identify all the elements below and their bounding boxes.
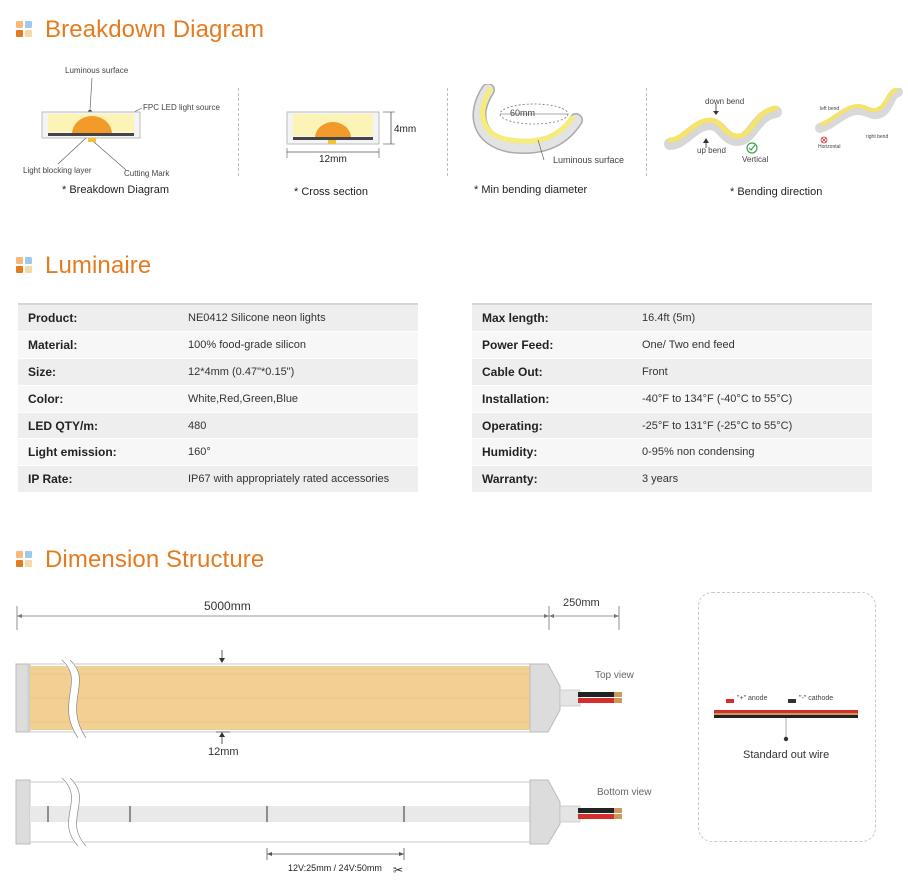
table-row: LED QTY/m:480 bbox=[18, 412, 418, 440]
down-bend-label: down bend bbox=[705, 97, 745, 106]
table-row: Max length:16.4ft (5m) bbox=[472, 305, 872, 333]
divider bbox=[447, 88, 448, 176]
section-header-luminaire: Luminaire bbox=[16, 252, 151, 280]
wire-caption: Standard out wire bbox=[743, 749, 830, 761]
divider bbox=[238, 88, 239, 176]
spec-value: 480 bbox=[172, 412, 418, 440]
table-row: Power Feed:One/ Two end feed bbox=[472, 331, 872, 360]
table-row: IP Rate:IP67 with appropriately rated ac… bbox=[18, 465, 418, 494]
spec-value: NE0412 Silicone neon lights bbox=[172, 305, 418, 333]
spec-value: 160° bbox=[172, 438, 418, 467]
spec-key: Max length: bbox=[472, 305, 626, 333]
bottom-view-label: Bottom view bbox=[597, 787, 652, 798]
spec-table-right: Max length:16.4ft (5m) Power Feed:One/ T… bbox=[472, 305, 872, 494]
table-row: Light emission:160° bbox=[18, 438, 418, 467]
spec-key: Size: bbox=[18, 358, 172, 386]
anode-label: "+" anode bbox=[737, 695, 768, 702]
length-dimension-lines bbox=[16, 606, 620, 630]
table-row: Warranty:3 years bbox=[472, 465, 872, 494]
label-luminous-surface-bend: Luminous surface bbox=[553, 155, 625, 165]
spec-value: 0-95% non condensing bbox=[626, 438, 872, 467]
top-view-label: Top view bbox=[595, 670, 634, 681]
table-row: Size:12*4mm (0.47"*0.15") bbox=[18, 358, 418, 386]
spec-value: 100% food-grade silicon bbox=[172, 331, 418, 360]
spec-key: Material: bbox=[18, 331, 172, 360]
caption-bending-direction: * Bending direction bbox=[730, 186, 823, 198]
left-bend-label: left bend bbox=[820, 106, 840, 112]
width-label: 12mm bbox=[208, 746, 239, 758]
spec-key: Installation: bbox=[472, 385, 626, 413]
up-bend-label: up bend bbox=[697, 146, 726, 155]
vertical-bend-illustration bbox=[664, 104, 782, 154]
breakdown-illustration bbox=[41, 77, 143, 171]
divider bbox=[646, 88, 647, 176]
spec-key: LED QTY/m: bbox=[18, 412, 172, 440]
caption-cross-section: * Cross section bbox=[294, 186, 368, 198]
spec-key: IP Rate: bbox=[18, 465, 172, 494]
spec-table-left: Product:NE0412 Silicone neon lights Mate… bbox=[18, 305, 418, 494]
section-squares-icon bbox=[16, 21, 34, 39]
section-header-breakdown: Breakdown Diagram bbox=[16, 16, 264, 44]
cathode-label: "-" cathode bbox=[799, 695, 834, 702]
bottom-view-strip bbox=[15, 776, 622, 846]
out-wire-illustration bbox=[714, 699, 858, 742]
section-title: Breakdown Diagram bbox=[45, 16, 265, 43]
section-title: Luminaire bbox=[45, 252, 152, 279]
width-label: 12mm bbox=[319, 154, 347, 165]
spec-key: Cable Out: bbox=[472, 358, 626, 386]
spec-key: Product: bbox=[18, 305, 172, 333]
table-row: Cable Out:Front bbox=[472, 358, 872, 386]
cut-interval-dimension bbox=[266, 848, 405, 860]
table-top-rule bbox=[18, 303, 418, 305]
spec-value: -40°F to 134°F (-40°C to 55°C) bbox=[626, 385, 872, 413]
cross-section-illustration bbox=[286, 111, 395, 158]
lead-length-label: 250mm bbox=[563, 597, 600, 609]
table-row: Product:NE0412 Silicone neon lights bbox=[18, 305, 418, 333]
spec-key: Humidity: bbox=[472, 438, 626, 467]
scissors-icon: ✂ bbox=[393, 863, 404, 877]
section-title: Dimension Structure bbox=[45, 546, 265, 573]
spec-value: White,Red,Green,Blue bbox=[172, 385, 418, 413]
bending-illustration bbox=[472, 84, 583, 161]
spec-value: 3 years bbox=[626, 465, 872, 494]
label-fpc-source: FPC LED light source bbox=[143, 103, 220, 112]
spec-value: 12*4mm (0.47"*0.15") bbox=[172, 358, 418, 386]
wire-panel: "+" anode "-" cathode Standard out wire bbox=[698, 592, 876, 842]
section-header-dimension: Dimension Structure bbox=[16, 546, 264, 574]
section-squares-icon bbox=[16, 257, 34, 275]
height-label: 4mm bbox=[394, 124, 417, 135]
label-luminous-surface: Luminous surface bbox=[65, 66, 129, 75]
top-view-strip bbox=[15, 650, 622, 744]
caption-breakdown: * Breakdown Diagram bbox=[62, 184, 169, 196]
length-label: 5000mm bbox=[204, 599, 251, 613]
table-row: Humidity:0-95% non condensing bbox=[472, 438, 872, 467]
vertical-label: Vertical bbox=[742, 155, 769, 164]
table-row: Installation:-40°F to 134°F (-40°C to 55… bbox=[472, 385, 872, 413]
table-row: Material:100% food-grade silicon bbox=[18, 331, 418, 360]
spec-key: Warranty: bbox=[472, 465, 626, 494]
table-row: Operating:-25°F to 131°F (-25°C to 55°C) bbox=[472, 412, 872, 440]
spec-key: Light emission: bbox=[18, 438, 172, 467]
spec-value: One/ Two end feed bbox=[626, 331, 872, 360]
spec-key: Color: bbox=[18, 385, 172, 413]
caption-min-bending: * Min bending diameter bbox=[474, 184, 588, 196]
label-light-blocking: Light blocking layer bbox=[23, 166, 92, 175]
spec-value: -25°F to 131°F (-25°C to 55°C) bbox=[626, 412, 872, 440]
spec-value: IP67 with appropriately rated accessorie… bbox=[172, 465, 418, 494]
spec-value: 16.4ft (5m) bbox=[626, 305, 872, 333]
right-bend-label: right bend bbox=[866, 134, 889, 140]
spec-key: Operating: bbox=[472, 412, 626, 440]
spec-value: Front bbox=[626, 358, 872, 386]
section-squares-icon bbox=[16, 551, 34, 569]
diameter-label: 60mm bbox=[510, 108, 536, 118]
table-row: Color:White,Red,Green,Blue bbox=[18, 385, 418, 413]
cut-interval-label: 12V:25mm / 24V:50mm bbox=[288, 863, 382, 873]
table-top-rule bbox=[472, 303, 872, 305]
horizontal-label: Horizontal bbox=[818, 144, 841, 150]
horizontal-bend-illustration bbox=[815, 88, 903, 144]
label-cutting-mark: Cutting Mark bbox=[124, 169, 170, 178]
spec-key: Power Feed: bbox=[472, 331, 626, 360]
